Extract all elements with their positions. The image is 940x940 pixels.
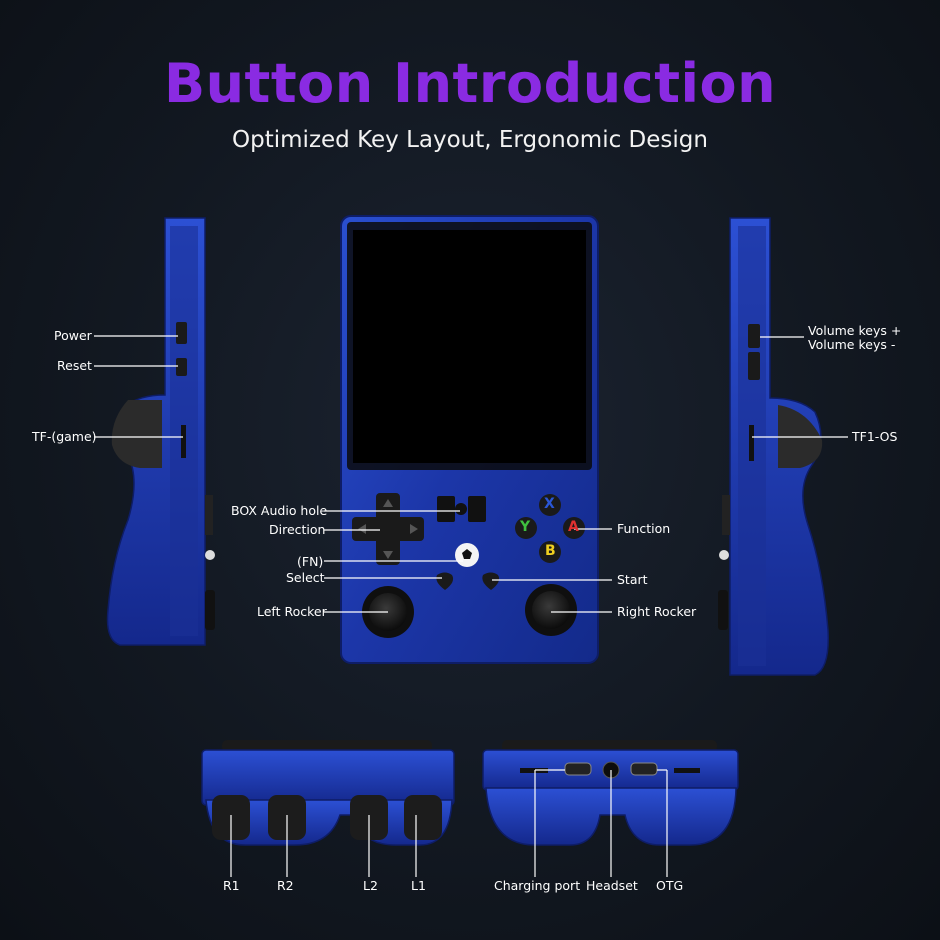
power-button[interactable]: [176, 322, 187, 344]
label-power: Power: [54, 328, 92, 343]
label-function: Function: [617, 521, 671, 536]
select-button[interactable]: [436, 572, 454, 591]
page-subtitle: Optimized Key Layout, Ergonomic Design: [232, 127, 708, 153]
screen: [353, 230, 586, 463]
button-b-label: B: [545, 543, 556, 559]
volume-up-button[interactable]: [748, 324, 760, 348]
label-direction: Direction: [269, 522, 326, 537]
label-headset: Headset: [586, 878, 638, 893]
label-l1: L1: [411, 878, 426, 893]
label-fn: (FN): [297, 554, 324, 569]
front-view: [340, 215, 599, 664]
start-button[interactable]: [482, 572, 500, 591]
label-tf-game: TF-(game): [32, 429, 97, 444]
label-right-rocker: Right Rocker: [617, 604, 697, 619]
right-rocker[interactable]: [525, 584, 577, 636]
left-side-view: [106, 217, 215, 646]
volume-down-button[interactable]: [748, 352, 760, 380]
callout-lines: [94, 335, 848, 877]
l1-trigger[interactable]: [404, 795, 442, 840]
label-reset: Reset: [57, 358, 92, 373]
button-a-label: A: [568, 519, 579, 535]
label-r1: R1: [223, 878, 240, 893]
label-volume-up: Volume keys +: [808, 323, 902, 338]
label-r2: R2: [277, 878, 294, 893]
reset-button[interactable]: [176, 358, 187, 376]
tf1-os-slot: [749, 425, 754, 461]
label-select: Select: [286, 570, 325, 585]
label-l2: L2: [363, 878, 378, 893]
label-volume-down: Volume keys -: [808, 337, 896, 352]
button-x-label: X: [544, 496, 555, 512]
tf-game-slot: [181, 425, 186, 458]
face-buttons[interactable]: [515, 494, 585, 563]
charging-port: [564, 762, 592, 776]
button-y-label: Y: [520, 519, 531, 535]
page-title: Button Introduction: [163, 52, 777, 115]
label-otg: OTG: [656, 878, 684, 893]
otg-port: [630, 762, 658, 776]
label-charging-port: Charging port: [494, 878, 581, 893]
top-edge-view: [201, 740, 455, 846]
fn-button[interactable]: [455, 543, 479, 567]
label-box-audio: BOX Audio hole: [231, 503, 328, 518]
label-start: Start: [617, 572, 648, 587]
label-left-rocker: Left Rocker: [257, 604, 327, 619]
label-tf1-os: TF1-OS: [852, 429, 898, 444]
right-side-view: [718, 217, 829, 676]
